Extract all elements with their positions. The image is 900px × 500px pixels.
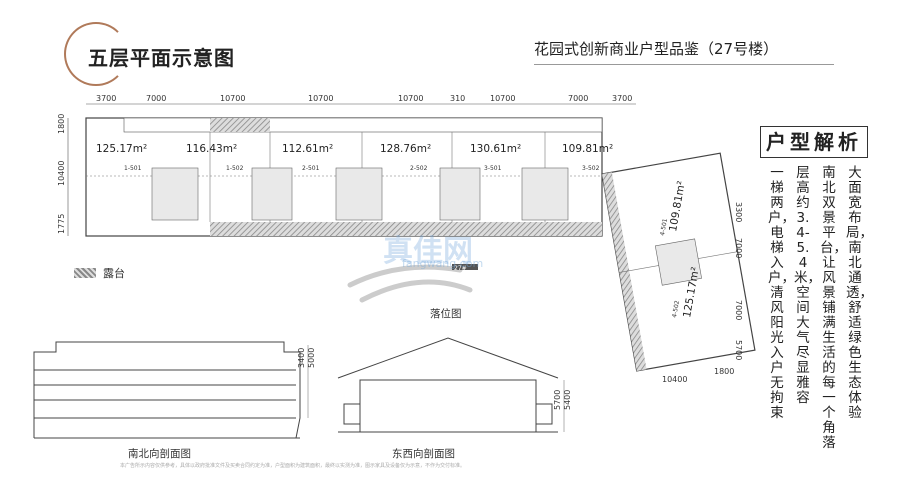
unit-number: 1-501 <box>124 165 142 172</box>
unit-area: 109.81m² <box>667 180 688 232</box>
title-arc-decoration <box>64 22 128 86</box>
top-dim-label: 7000 <box>146 94 166 103</box>
unit-area: 112.61m² <box>282 143 333 155</box>
top-dim-label: 3700 <box>96 94 116 103</box>
top-dim-label: 10700 <box>490 94 515 103</box>
bottom-dim-label: 1800 <box>714 367 734 376</box>
site-plan-caption: 落位图 <box>430 308 462 320</box>
terrace-legend-label: 露台 <box>103 267 125 280</box>
unit-area: 128.76m² <box>380 143 431 155</box>
section-dim-label: 5000 <box>307 348 316 368</box>
top-dim-label: 10700 <box>308 94 333 103</box>
top-dim-label: 3700 <box>612 94 632 103</box>
page-subtitle: 花园式创新商业户型品鉴（27号楼） <box>534 40 779 58</box>
page-title: 五层平面示意图 <box>88 46 235 70</box>
right-dim-label: 5700 <box>734 340 743 360</box>
section-dim-label: 5700 <box>553 390 562 410</box>
top-dim-label: 10700 <box>398 94 423 103</box>
left-dim-label: 1775 <box>57 214 66 234</box>
unit-number: 2-501 <box>302 165 320 172</box>
bottom-dim-label: 10400 <box>662 375 687 384</box>
subtitle-underline <box>534 64 834 65</box>
analysis-title: 户型解析 <box>760 126 868 158</box>
analysis-point: 大面宽布局，南北通透，舒适绿色生态体验 <box>846 165 873 421</box>
east-west-section-caption: 东西向剖面图 <box>392 448 455 460</box>
unit-area: 109.81m² <box>562 143 613 155</box>
unit-number: 4-502 <box>671 300 681 319</box>
left-dim-label: 1800 <box>57 114 66 134</box>
unit-area: 125.17m² <box>96 143 147 155</box>
unit-area: 116.43m² <box>186 143 237 155</box>
top-dim-label: 310 <box>450 94 465 103</box>
unit-number: 2-502 <box>410 165 428 172</box>
disclaimer-text: 本广告所示内容仅供参考，具体以政府批准文件及买卖合同约定为准，户型面积为建筑面积… <box>120 463 466 469</box>
right-dim-label: 3300 <box>734 202 743 222</box>
analysis-point: 南北双景平台，让风景铺满生活的每一个角落 <box>820 165 847 451</box>
section-dim-label: 3400 <box>297 348 306 368</box>
left-dim-label: 10400 <box>57 161 66 186</box>
watermark-url: fangwang.com <box>402 257 484 270</box>
top-dim-label: 7000 <box>568 94 588 103</box>
north-south-section-caption: 南北向剖面图 <box>128 448 191 460</box>
section-dim-label: 5400 <box>563 390 572 410</box>
terrace-legend-swatch <box>74 268 96 278</box>
unit-area: 130.61m² <box>470 143 521 155</box>
right-dim-label: 7000 <box>734 238 743 258</box>
analysis-point: 层高约3.4-5.4米，空间大气尽显雅容 <box>794 165 821 406</box>
analysis-point: 一梯两户，电梯入户，清风阳光入户无拘束 <box>768 165 795 421</box>
right-dim-label: 7000 <box>734 300 743 320</box>
top-dim-label: 10700 <box>220 94 245 103</box>
unit-number: 4-501 <box>659 218 669 237</box>
unit-number: 3-501 <box>484 165 502 172</box>
unit-number: 3-502 <box>582 165 600 172</box>
site-building-number: 27# <box>454 265 467 272</box>
unit-number: 1-502 <box>226 165 244 172</box>
watermark-logo: 真佳网 <box>383 234 473 269</box>
